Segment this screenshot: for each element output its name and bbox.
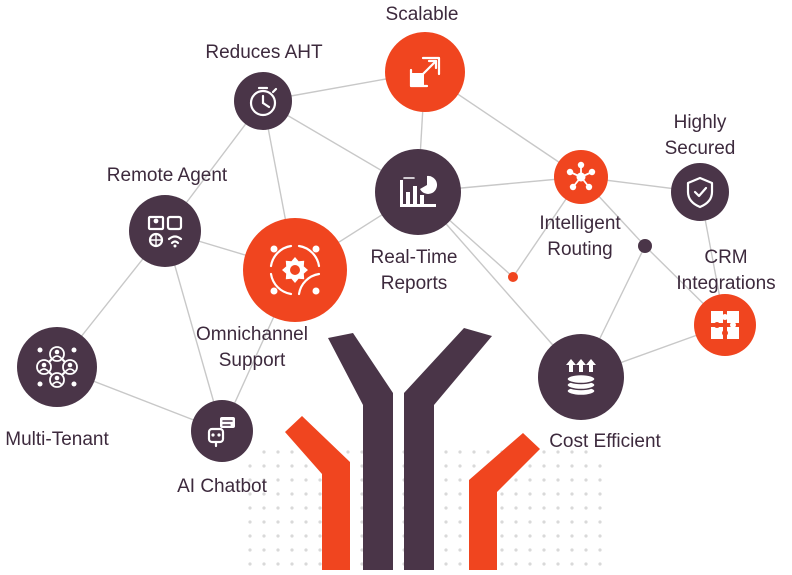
- node-crm-integrations: [694, 294, 756, 356]
- tree-trunk-graphic: [285, 328, 540, 570]
- label-line: Reports: [380, 273, 448, 294]
- shield-check-icon: [686, 176, 714, 209]
- label-line: Multi-Tenant: [5, 429, 109, 450]
- node-multi-tenant: [17, 327, 97, 407]
- label-remote-agent: Remote Agent: [107, 163, 227, 189]
- trunk-left-root: [285, 416, 350, 570]
- label-line: Support: [218, 350, 286, 371]
- label-line: Remote Agent: [106, 165, 228, 186]
- node-circle: [694, 294, 756, 356]
- junction-dot: [638, 239, 652, 253]
- coins-growth-icon: [566, 359, 596, 397]
- label-line: CRM: [704, 247, 748, 268]
- puzzle-icon: [711, 311, 739, 339]
- label-reduces-aht: Reduces AHT: [205, 40, 322, 66]
- node-real-time-reports: [375, 149, 461, 235]
- chatbot-icon: [207, 417, 235, 448]
- resize-icon: [409, 56, 441, 88]
- label-line: AI Chatbot: [177, 476, 267, 497]
- node-cost-efficient: [538, 334, 624, 420]
- node-circle: [375, 149, 461, 235]
- label-line: Real-Time: [370, 247, 458, 268]
- label-line: Intelligent: [539, 213, 621, 234]
- node-circle: [17, 327, 97, 407]
- node-scalable: [385, 32, 465, 112]
- node-circle: [129, 195, 201, 267]
- label-line: Cost Efficient: [549, 431, 661, 452]
- label-scalable: Scalable: [386, 2, 459, 28]
- feature-nodes: [17, 32, 756, 462]
- label-line: Highly: [673, 112, 727, 133]
- users-network-icon: [36, 346, 78, 388]
- stopwatch-icon: [249, 86, 278, 117]
- omnichannel-gear-icon: [269, 244, 321, 296]
- trunk-left-branch: [328, 333, 393, 570]
- trunk-right-branch: [404, 328, 492, 570]
- label-line: Reduces AHT: [205, 42, 323, 63]
- label-line: Integrations: [676, 273, 776, 294]
- label-ai-chatbot: AI Chatbot: [177, 474, 267, 500]
- report-chart-icon: [400, 175, 438, 207]
- label-line: Secured: [664, 138, 736, 159]
- node-ai-chatbot: [191, 400, 253, 462]
- trunk-right-root: [469, 433, 540, 570]
- label-line: Omnichannel: [196, 324, 308, 345]
- label-line: Routing: [547, 239, 613, 260]
- label-line: Scalable: [385, 4, 459, 25]
- node-reduces-aht: [234, 72, 292, 130]
- node-omnichannel-support: [243, 218, 347, 322]
- remote-agent-icon: [147, 215, 183, 248]
- node-remote-agent: [129, 195, 201, 267]
- node-circle: [671, 163, 729, 221]
- label-cost-efficient: Cost Efficient: [549, 429, 661, 455]
- label-multi-tenant: Multi-Tenant: [5, 427, 109, 453]
- node-highly-secured: [671, 163, 729, 221]
- junction-dot: [508, 272, 518, 282]
- label-crm-integrations: CRM Integrations: [676, 245, 775, 297]
- node-intelligent-routing: [554, 150, 608, 204]
- routing-hub-icon: [566, 161, 596, 191]
